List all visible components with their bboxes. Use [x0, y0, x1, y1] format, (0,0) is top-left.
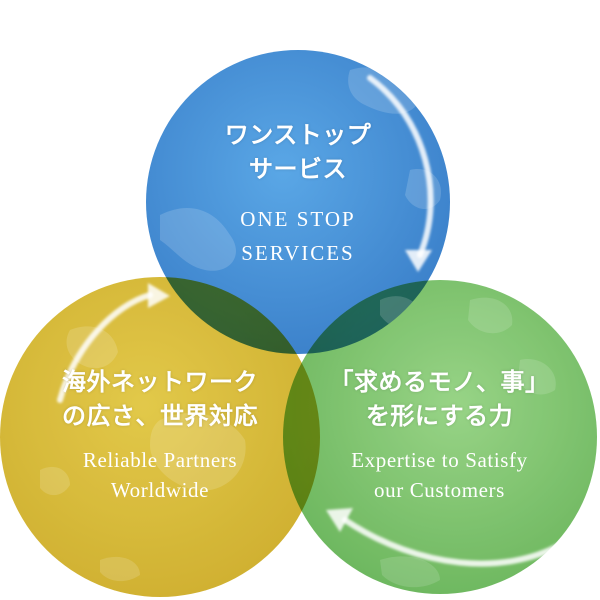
- arrow-left-top: [57, 292, 153, 403]
- green-circle: [283, 280, 597, 594]
- right-en-line-1: Expertise to Satisfy: [351, 448, 528, 472]
- left-jp-text: 海外ネットワーク の広さ、世界対応: [40, 365, 280, 433]
- left-jp-line-2: の広さ、世界対応: [62, 402, 258, 430]
- top-en-text: ONE STOP SERVICES: [198, 202, 398, 270]
- top-jp-line-2: サービス: [249, 155, 347, 183]
- arrow-left-top-head: [148, 283, 170, 308]
- blue-circle: [146, 50, 450, 354]
- top-jp-text: ワンストップ サービス: [198, 118, 398, 186]
- left-jp-line-1: 海外ネットワーク: [62, 368, 258, 396]
- left-circle-label: 海外ネットワーク の広さ、世界対応 Reliable Partners Worl…: [40, 365, 280, 505]
- top-jp-line-1: ワンストップ: [224, 121, 372, 149]
- right-circle-label: 「求めるモノ、事」 を形にする力 Expertise to Satisfy ou…: [312, 365, 567, 505]
- top-en-line-2: SERVICES: [241, 241, 355, 265]
- arrow-bottom-right: [342, 517, 563, 567]
- arrow-top-right-head: [405, 250, 432, 272]
- right-en-line-2: our Customers: [374, 478, 505, 502]
- right-en-text: Expertise to Satisfy our Customers: [312, 445, 567, 505]
- top-en-line-1: ONE STOP: [240, 207, 356, 231]
- left-en-line-2: Worldwide: [110, 478, 210, 502]
- right-jp-line-2: を形にする力: [365, 402, 514, 430]
- right-jp-text: 「求めるモノ、事」 を形にする力: [312, 365, 567, 433]
- right-jp-line-1: 「求めるモノ、事」: [329, 368, 550, 396]
- map-texture-green: [380, 297, 556, 588]
- cycle-arrows: [57, 75, 563, 567]
- left-en-line-1: Reliable Partners: [82, 448, 238, 472]
- top-circle-label: ワンストップ サービス ONE STOP SERVICES: [198, 118, 398, 270]
- left-en-text: Reliable Partners Worldwide: [40, 445, 280, 505]
- arrow-top-right: [367, 75, 434, 258]
- arrow-bottom-right-head: [326, 508, 353, 532]
